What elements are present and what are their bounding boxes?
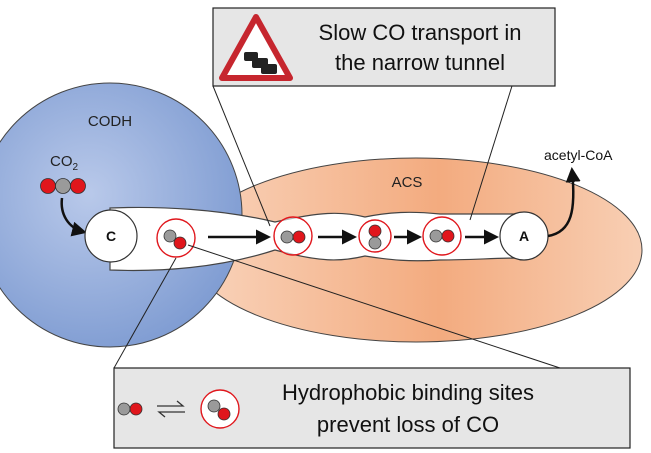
- binding-site-4: [422, 216, 462, 256]
- a-site-label: A: [519, 228, 529, 244]
- bottom-callout-line1: Hydrophobic binding sites: [282, 380, 534, 405]
- codh-label: CODH: [88, 113, 132, 130]
- top-callout-line1: Slow CO transport in: [319, 20, 522, 45]
- free-co-molecule: [117, 402, 143, 416]
- co2-molecule: [40, 178, 86, 194]
- traffic-jam-warning-icon: [219, 14, 293, 81]
- acetyl-coa-label: acetyl-CoA: [544, 147, 613, 163]
- co2-to-c-arrow: [60, 197, 87, 237]
- binding-site-1: [156, 218, 196, 258]
- top-callout-line2: the narrow tunnel: [335, 50, 505, 75]
- acs-label: ACS: [392, 174, 423, 191]
- co2-label: CO2: [50, 153, 79, 173]
- a-to-acetyl-coa-arrow: [547, 167, 581, 238]
- binding-site-2: [273, 216, 313, 256]
- bound-co-molecule: [200, 389, 240, 429]
- top-callout-leader-left: [212, 85, 271, 227]
- bottom-callout-leader-left: [113, 257, 177, 369]
- equilibrium-arrows-icon: [157, 400, 185, 418]
- c-site-label: C: [106, 228, 116, 244]
- bottom-callout: Hydrophobic binding sites prevent loss o…: [113, 367, 631, 449]
- bottom-callout-line2: prevent loss of CO: [317, 412, 499, 437]
- bottom-callout-leader-right: [187, 244, 561, 369]
- binding-site-3: [358, 219, 392, 253]
- c-cluster-site: [84, 209, 138, 263]
- top-callout: Slow CO transport in the narrow tunnel: [212, 7, 556, 87]
- top-callout-leader-right: [469, 85, 513, 221]
